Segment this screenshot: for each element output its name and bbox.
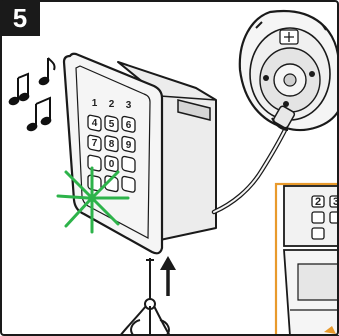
music-notes-icon xyxy=(8,58,54,132)
inset-key: 2 xyxy=(312,196,324,208)
svg-text:6: 6 xyxy=(126,120,132,131)
svg-text:3: 3 xyxy=(126,100,132,111)
key[interactable] xyxy=(122,176,135,193)
svg-text:2: 2 xyxy=(109,99,115,110)
keypad-device xyxy=(64,54,162,254)
svg-text:8: 8 xyxy=(109,139,115,150)
svg-text:7: 7 xyxy=(92,138,98,149)
wall-unit xyxy=(240,11,339,130)
svg-text:5: 5 xyxy=(109,119,115,130)
svg-text:2: 2 xyxy=(315,196,321,208)
svg-text:4: 4 xyxy=(92,118,98,129)
inset-key: 3 xyxy=(330,196,339,208)
step-number-badge: 5 xyxy=(0,0,40,36)
svg-text:0: 0 xyxy=(109,159,115,170)
up-arrow-icon xyxy=(160,256,176,296)
svg-text:3: 3 xyxy=(333,196,339,208)
inset-detail: 2 3 xyxy=(276,184,339,336)
svg-text:9: 9 xyxy=(126,140,132,151)
svg-text:1: 1 xyxy=(92,98,98,109)
